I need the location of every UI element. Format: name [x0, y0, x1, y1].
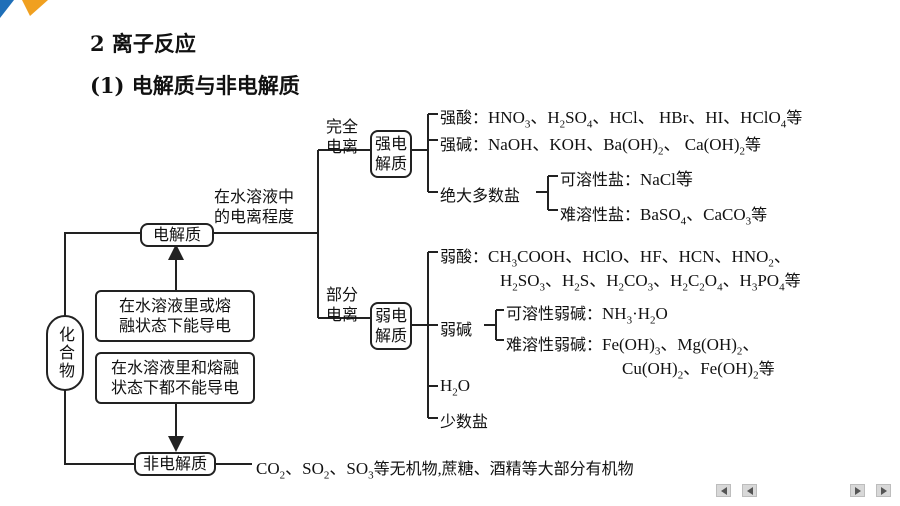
complete-ionization-label: 完全 电离 [326, 117, 359, 156]
strong-acids: 强酸：HNO3、H2SO4、HCl、 HBr、HI、HClO4等 [440, 108, 803, 131]
electrolyte-label: 电解质 [152, 225, 201, 244]
nonelectrolyte-definition: 在水溶液里和熔融 状态下都不能导电 [95, 352, 255, 404]
prev-page-icon[interactable] [742, 484, 757, 497]
arrow-left-icon [746, 486, 753, 495]
compound-label: 化合物 [56, 326, 75, 380]
weak-acids-line-1: 弱酸：CH3COOH、HClO、HF、HCN、HNO2、 [440, 247, 791, 270]
nonelectrolyte-label: 非电解质 [142, 454, 207, 473]
subsection-heading: (1) 电解质与非电解质 [90, 73, 300, 98]
arrow-right-icon [854, 486, 861, 495]
insoluble-weak-bases-line-2: Cu(OH)2、Fe(OH)2等 [622, 359, 775, 382]
compound-node: 化合物 [46, 315, 84, 391]
arrow-left-icon [720, 486, 727, 495]
soluble-weak-bases: 可溶性弱碱：NH3·H2O [506, 304, 668, 327]
soluble-salts: 可溶性盐：NaCl等 [560, 170, 693, 189]
few-salts: 少数盐 [440, 412, 489, 431]
partial-ionization-label: 部分 电离 [326, 285, 359, 324]
next-page-icon[interactable] [850, 484, 865, 497]
most-salts: 绝大多数盐 [440, 186, 521, 205]
section-heading: 2 离子反应 [90, 31, 196, 56]
insoluble-salts: 难溶性盐：BaSO4、CaCO3等 [560, 205, 768, 228]
weak-acids-line-2: H2SO3、H2S、H2CO3、H2C2O4、H3PO4等 [500, 271, 801, 294]
electrolyte-node: 电解质 [140, 223, 214, 247]
classification-basis: 在水溶液中 的电离程度 [214, 187, 295, 226]
electrolyte-definition: 在水溶液里或熔 融状态下能导电 [95, 290, 255, 342]
corner-decoration [0, 0, 48, 18]
last-page-icon[interactable] [876, 484, 891, 497]
water: H2O [440, 376, 471, 399]
strong-bases: 强碱：NaOH、KOH、Ba(OH)2、 Ca(OH)2等 [440, 135, 762, 158]
weak-bases: 弱碱 [440, 320, 473, 339]
weak-electrolyte-node: 弱电 解质 [370, 302, 412, 350]
nonelectrolyte-examples: CO2、SO2、SO3等无机物,蔗糖、酒精等大部分有机物 [256, 459, 634, 482]
strong-electrolyte-node: 强电 解质 [370, 130, 412, 178]
arrow-right-icon [880, 486, 887, 495]
first-page-icon[interactable] [716, 484, 731, 497]
nonelectrolyte-node: 非电解质 [134, 452, 216, 476]
insoluble-weak-bases-line-1: 难溶性弱碱：Fe(OH)3、Mg(OH)2、 [506, 335, 760, 358]
